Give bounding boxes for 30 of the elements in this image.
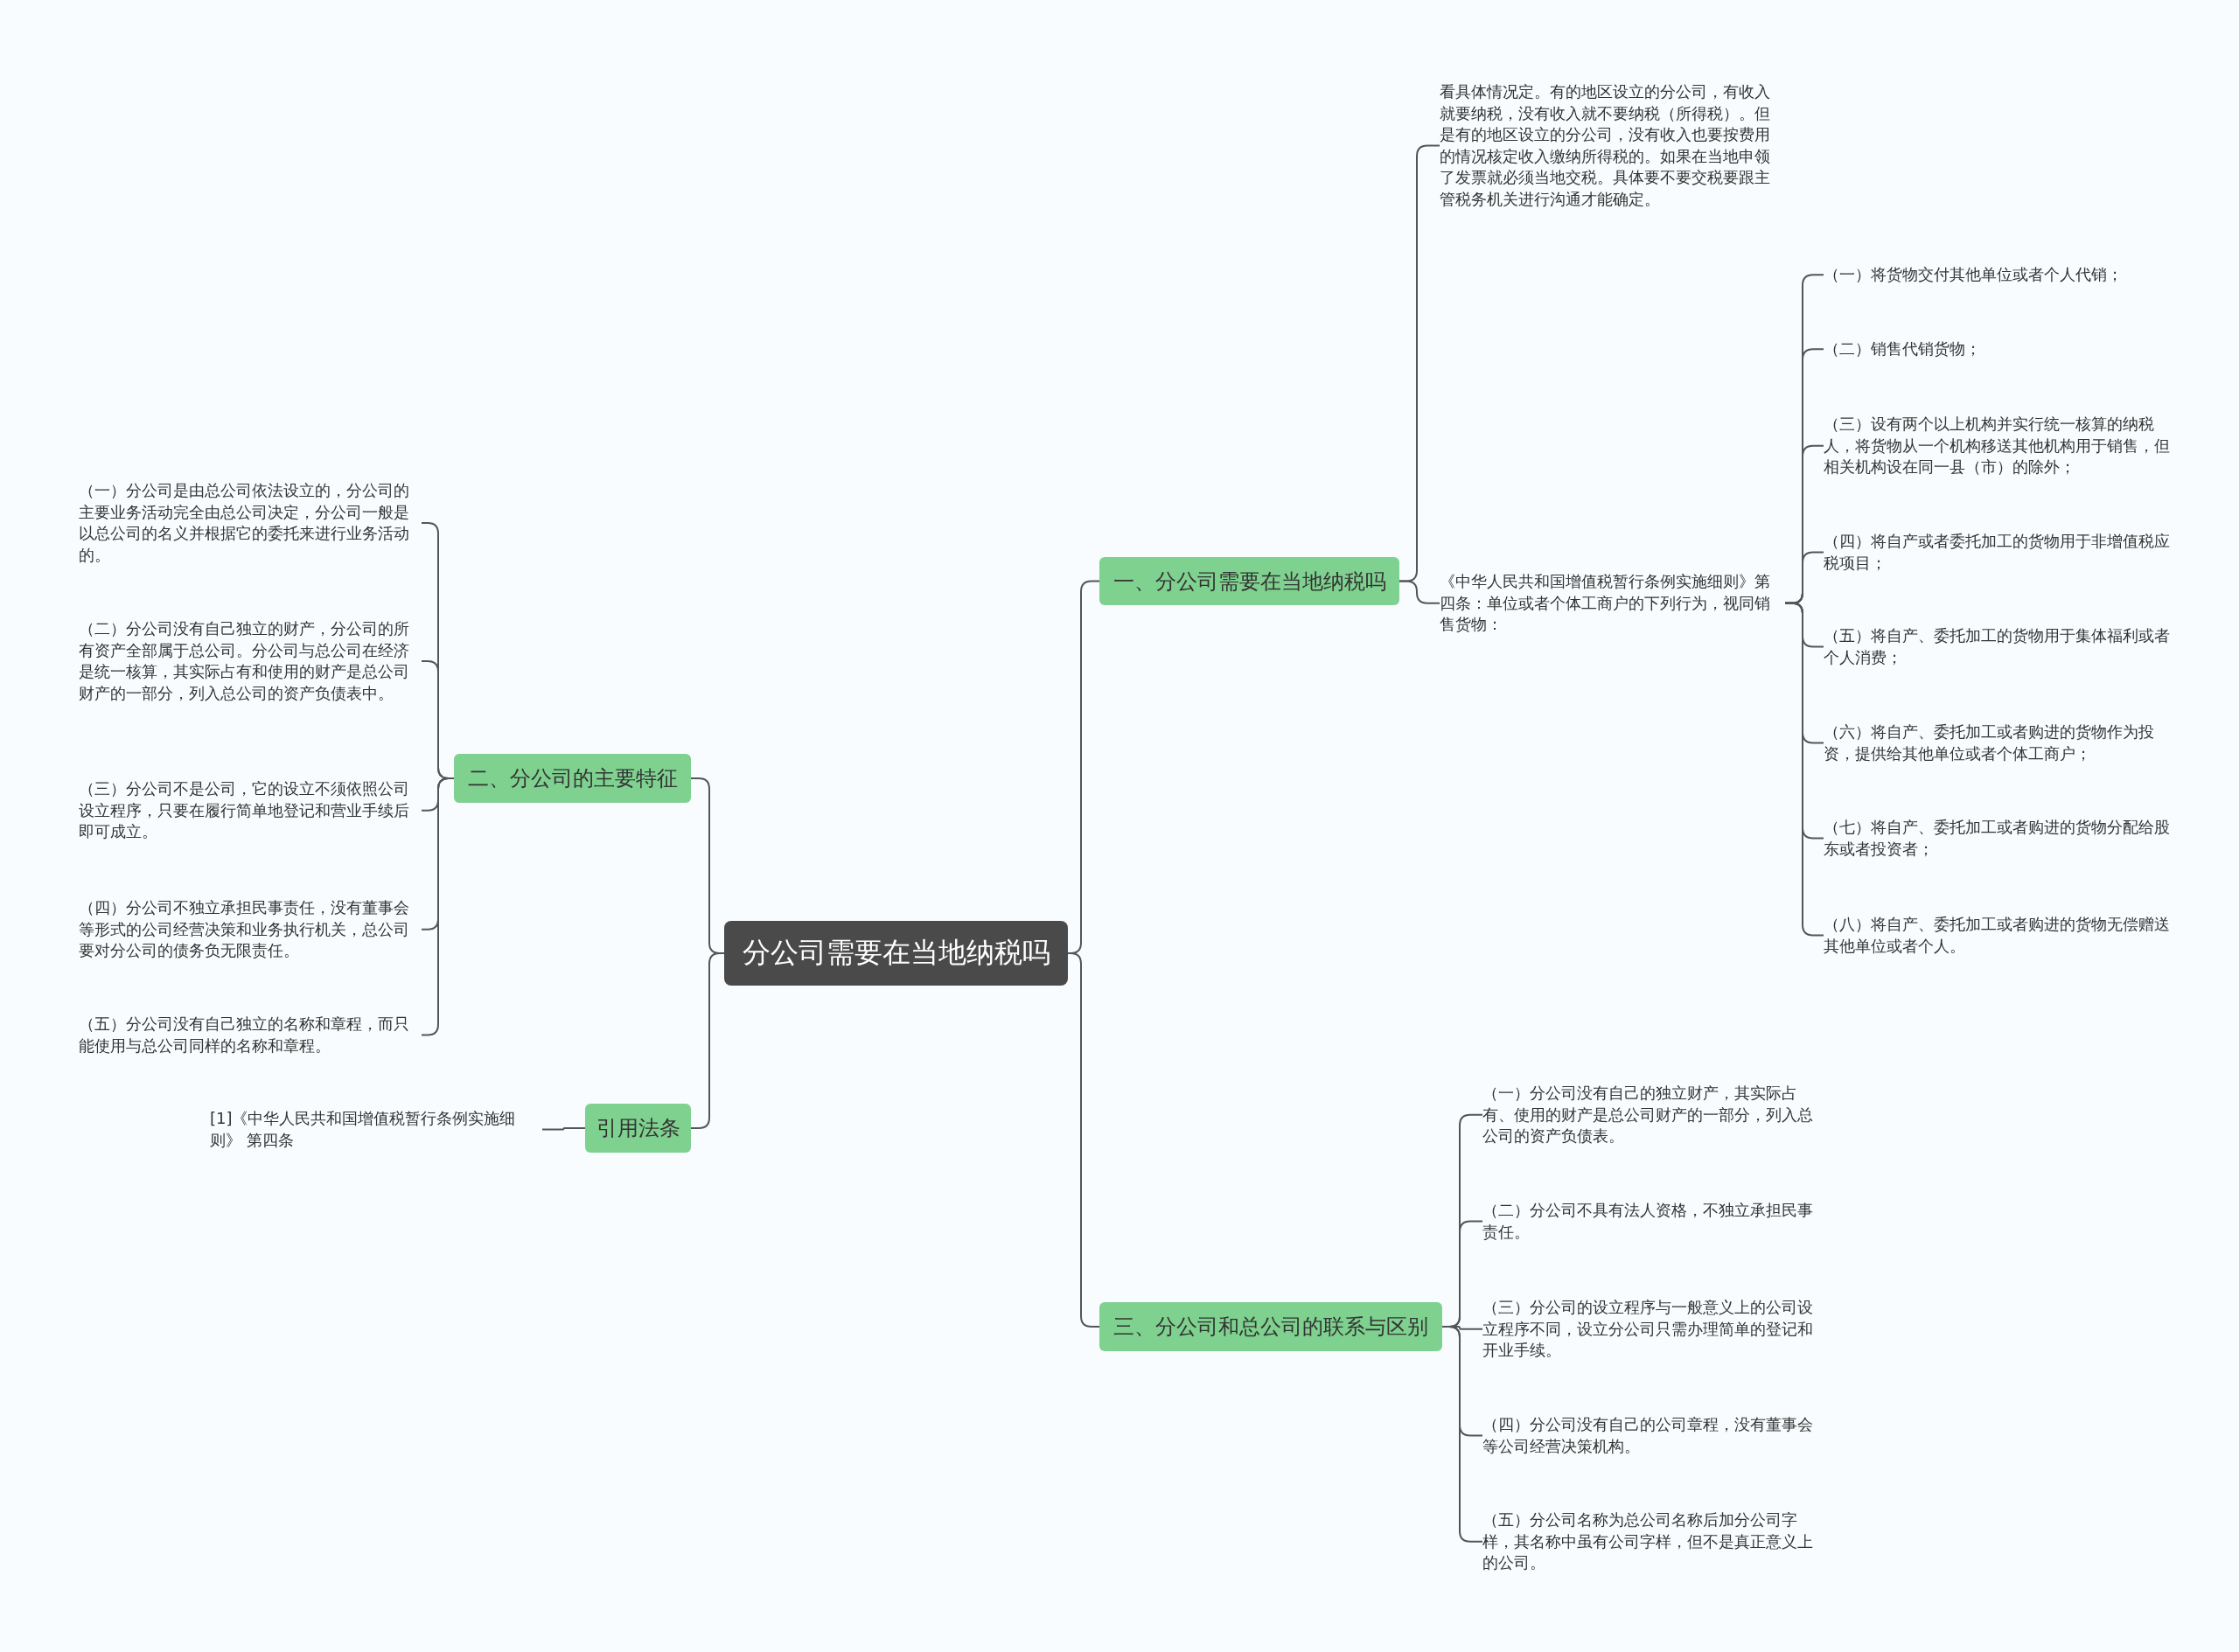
note-text: [1]《中华人民共和国增值税暂行条例实施细则》 第四条: [210, 1108, 542, 1151]
note-text: （五）分公司名称为总公司名称后加分公司字样，其名称中虽有公司字样，但不是真正意义上的公司。: [1482, 1509, 1828, 1574]
note-text: （一）分公司是由总公司依法设立的，分公司的主要业务活动完全由总公司决定，分公司一般是以总公司的名义并根据它的委托来进行业务活动的。: [79, 480, 422, 566]
note-text: （五）将自产、委托加工的货物用于集体福利或者个人消费；: [1824, 625, 2173, 668]
note-text: （四）分公司没有自己的公司章程，没有董事会等公司经营决策机构。: [1482, 1414, 1828, 1457]
branch-topic-box: 引用法条: [585, 1104, 691, 1153]
central-topic-box: 分公司需要在当地纳税吗: [724, 921, 1068, 986]
note-text: （六）将自产、委托加工或者购进的货物作为投资，提供给其他单位或者个体工商户；: [1824, 721, 2173, 764]
note-text: （一）将货物交付其他单位或者个人代销；: [1824, 264, 2173, 286]
note-text: （二）分公司不具有法人资格，不独立承担民事责任。: [1482, 1200, 1828, 1243]
branch-topic-box: 三、分公司和总公司的联系与区别: [1099, 1302, 1442, 1351]
note-text: （八）将自产、委托加工或者购进的货物无偿赠送其他单位或者个人。: [1824, 914, 2173, 957]
note-text: （四）将自产或者委托加工的货物用于非增值税应税项目；: [1824, 531, 2173, 574]
connector-line: [541, 1127, 586, 1131]
note-text: （二）销售代销货物；: [1824, 338, 2173, 360]
branch-topic-box: 二、分公司的主要特征: [454, 754, 691, 803]
note-text: （五）分公司没有自己独立的名称和章程，而只能使用与总公司同样的名称和章程。: [79, 1014, 422, 1056]
note-text: （四）分公司不独立承担民事责任，没有董事会等形式的公司经营决策和业务执行机关，总公司要对分公司的债务负无限责任。: [79, 897, 422, 962]
note-text: （二）分公司没有自己独立的财产，分公司的所有资产全部属于总公司。分公司与总公司在经济是统一核算，其实际占有和使用的财产是总公司财产的一部分，列入总公司的资产负债表中。: [79, 618, 422, 704]
note-text: （七）将自产、委托加工或者购进的货物分配给股东或者投资者；: [1824, 817, 2173, 860]
note-text: （三）分公司不是公司，它的设立不须依照公司设立程序，只要在履行简单地登记和营业手续后即可成立。: [79, 778, 422, 843]
branch-topic-box: 一、分公司需要在当地纳税吗: [1099, 557, 1399, 605]
connector-line: [690, 952, 725, 1129]
note-text: 看具体情况定。有的地区设立的分公司，有收入就要纳税，没有收入就不要纳税（所得税）。但是有的地区设立的分公司，没有收入也要按费用的情况核定收入缴纳所得税的。如果在当地申领了发票就必须当地交税。具体要不要交税要跟主管税务机关进行沟通才能确定。: [1440, 81, 1785, 210]
connector-line: [421, 777, 455, 1036]
note-text: （三）设有两个以上机构并实行统一核算的纳税人，将货物从一个机构移送其他机构用于销售，但相关机构设在同一县（市）的除外；: [1824, 414, 2173, 478]
note-text: 《中华人民共和国增值税暂行条例实施细则》第四条：单位或者个体工商户的下列行为，视同销售货物：: [1440, 571, 1785, 636]
connector-line: [1399, 580, 1440, 604]
note-text: （三）分公司的设立程序与一般意义上的公司设立程序不同，设立分公司只需办理简单的登记和开业手续。: [1482, 1297, 1828, 1362]
note-text: （一）分公司没有自己的独立财产，其实际占有、使用的财产是总公司财产的一部分，列入总公司的资产负债表。: [1482, 1083, 1828, 1147]
